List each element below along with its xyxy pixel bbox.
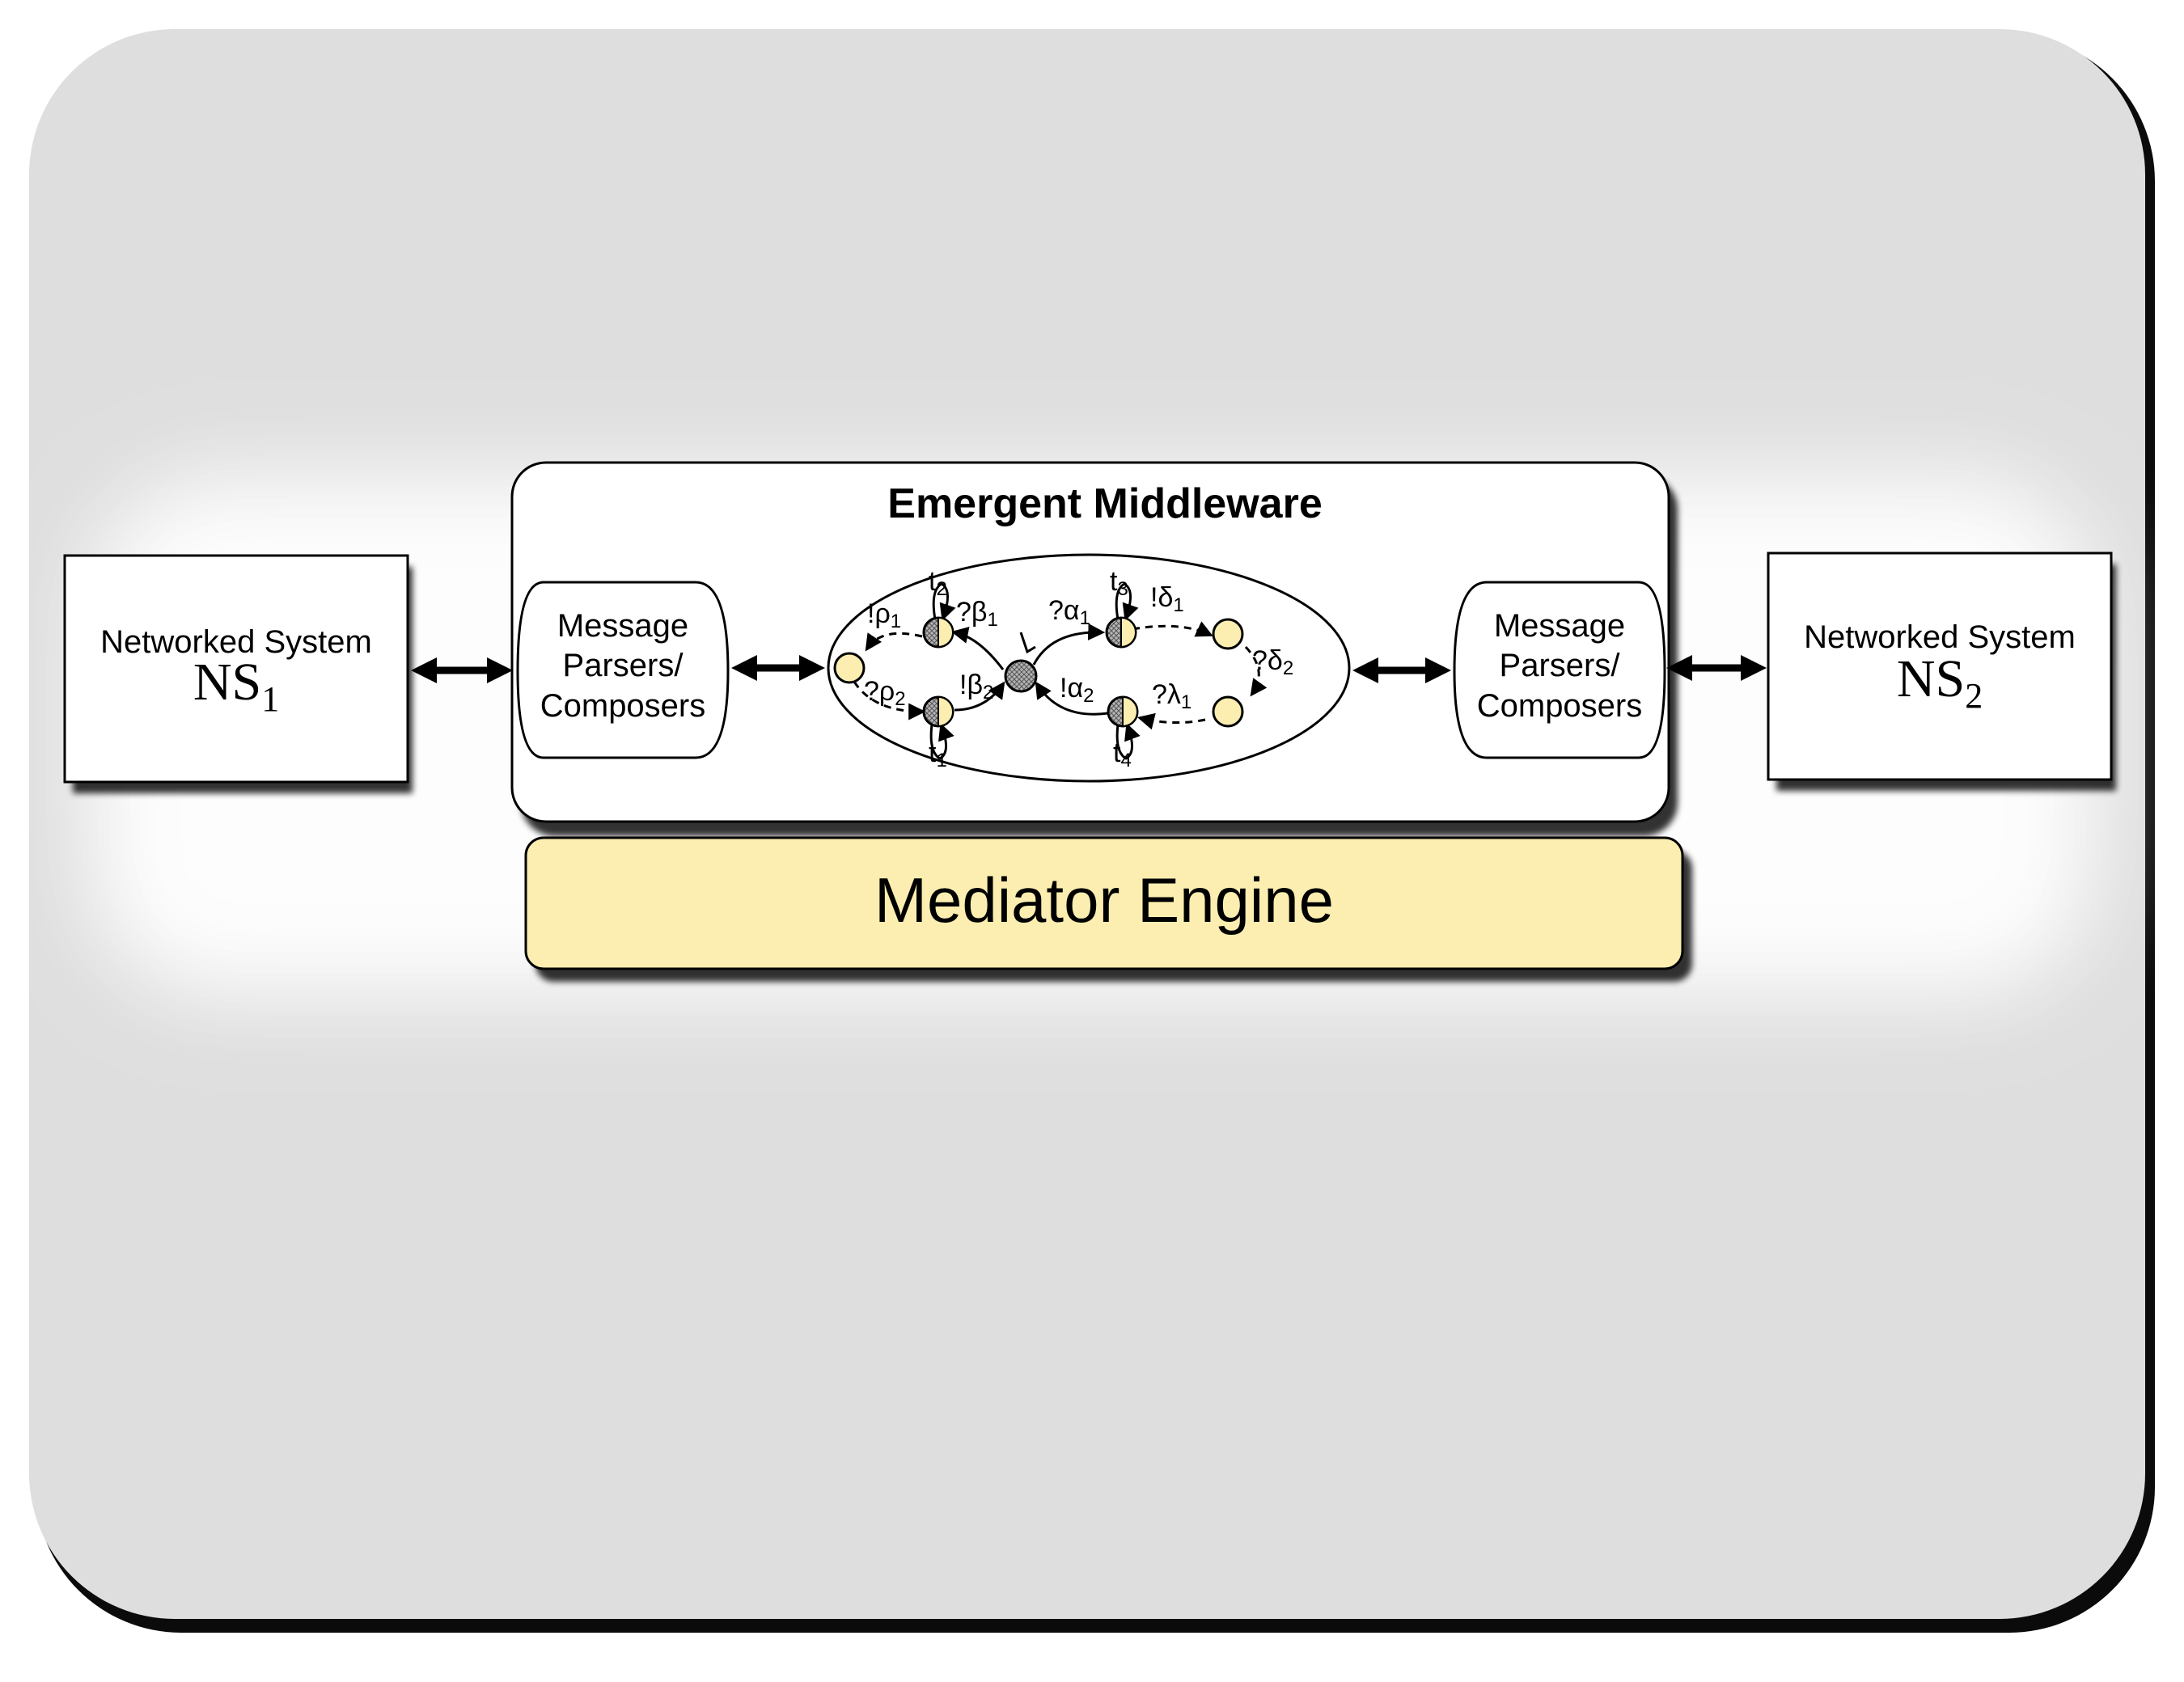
label-beta2: !β2 (959, 670, 993, 704)
label-t1: t1 (929, 737, 947, 771)
label-delta1: !δ1 (1150, 582, 1184, 616)
state-right-top (1212, 618, 1244, 650)
label-lambda1: ?λ1 (1152, 679, 1191, 713)
state-left (833, 652, 866, 684)
state-initial (1004, 659, 1038, 693)
label-delta2: ?δ2 (1252, 645, 1293, 679)
label-rho2: ?ρ2 (864, 676, 906, 710)
message-parsers-composers-right: Message Parsers/ Composers (1453, 581, 1666, 759)
label-t4: t4 (1113, 737, 1132, 771)
label-beta1: ?β1 (956, 597, 998, 631)
state-t3 (1105, 616, 1137, 649)
parser-right-line3: Composers (1477, 688, 1643, 724)
parser-left-line1: Message (557, 608, 688, 644)
mediator-engine-box: Mediator Engine (524, 836, 1687, 975)
mediator-automaton: !ρ1 ?ρ2 t2 t1 ?β1 !β2 ?α1 !α2 t3 t4 !δ1 … (827, 553, 1351, 783)
double-arrow-automaton-parser (1352, 657, 1451, 683)
state-t4 (1107, 695, 1139, 728)
label-alpha1: ?α1 (1048, 595, 1090, 629)
state-t2 (922, 616, 954, 649)
double-arrow-ns1-parser (411, 657, 513, 683)
double-arrow-parser-automaton (731, 655, 825, 681)
mediator-engine-label: Mediator Engine (874, 864, 1334, 936)
label-alpha2: !α2 (1060, 673, 1094, 707)
parser-right-line2: Parsers/ (1500, 648, 1621, 683)
networked-system-ns1: Networked System NS1 (63, 554, 409, 787)
message-parsers-composers-left: Message Parsers/ Composers (516, 581, 730, 759)
state-right-bottom (1212, 695, 1244, 728)
label-t3: t3 (1110, 566, 1128, 600)
ns2-name: NS2 (1897, 649, 1983, 716)
ns1-name: NS1 (193, 653, 279, 719)
parser-right-line1: Message (1494, 608, 1625, 644)
double-arrow-parser-ns2 (1666, 655, 1767, 681)
state-t1 (922, 695, 954, 728)
parser-left-line3: Composers (540, 688, 706, 724)
parser-left-line2: Parsers/ (563, 648, 684, 683)
ns1-label: Networked System (100, 624, 372, 660)
ns2-label: Networked System (1804, 619, 2076, 655)
label-rho1: !ρ1 (867, 598, 901, 632)
middleware-title: Emergent Middleware (887, 480, 1322, 527)
networked-system-ns2: Networked System NS2 (1767, 552, 2113, 784)
label-t2: t2 (929, 566, 947, 600)
